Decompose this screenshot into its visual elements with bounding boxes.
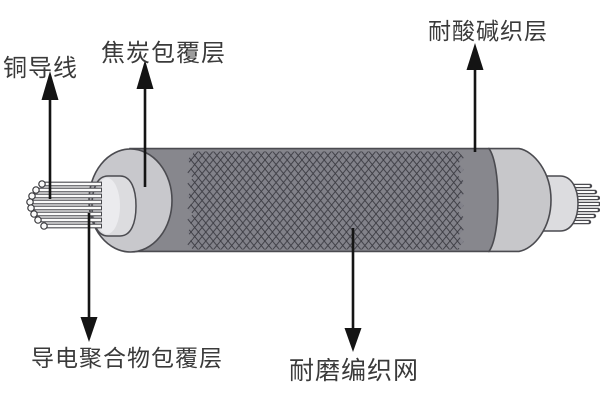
coke-coating-arrowhead — [136, 60, 154, 89]
coke-layer-right — [488, 147, 552, 253]
conductive-polymer-label: 导电聚合物包覆层 — [31, 346, 223, 371]
polymer-arrowhead — [80, 317, 98, 342]
wear-mesh-section — [187, 151, 464, 250]
copper-wire-label: 铜导线 — [3, 56, 78, 82]
acid-alkali-weave-label: 耐酸碱织层 — [428, 19, 548, 44]
copper-wire-arrowhead — [41, 71, 59, 100]
acid-alkali-arrowhead — [466, 43, 484, 70]
wear-mesh-arrowhead — [344, 328, 362, 352]
wear-mesh-label: 耐磨编织网 — [289, 358, 420, 385]
coke-coating-label: 焦炭包覆层 — [101, 41, 226, 67]
